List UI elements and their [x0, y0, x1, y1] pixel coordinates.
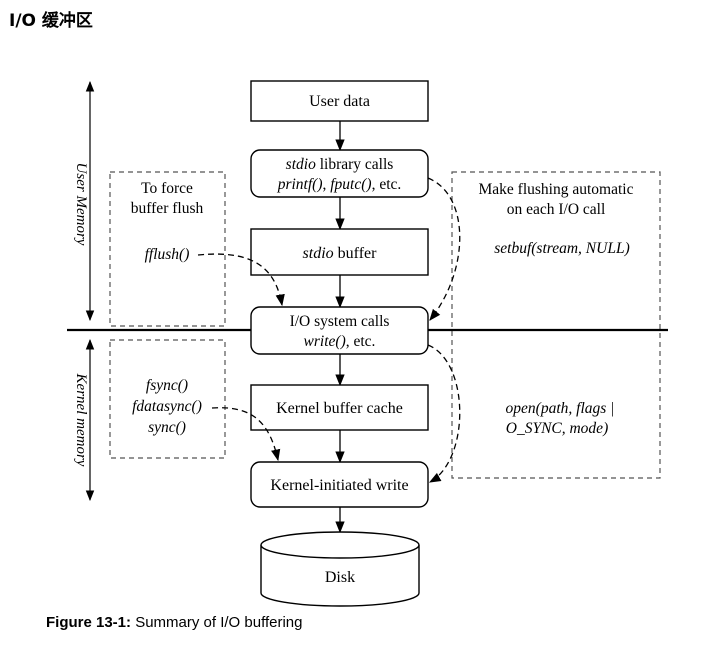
page-title: I/O 缓冲区 — [9, 11, 93, 31]
kernel-cache-box — [250, 384, 429, 431]
disk-cylinder — [260, 531, 420, 607]
fflush-call: fflush() — [145, 246, 190, 263]
setbuf-call: setbuf(stream, NULL) — [494, 240, 630, 257]
kernel-memory-label: Kernel memory — [73, 373, 89, 467]
osync-arrow — [427, 344, 461, 483]
sync-arrow — [211, 407, 281, 462]
figure-caption-text: Summary of I/O buffering — [131, 614, 303, 631]
io-syscalls-line2: write(), etc. — [304, 333, 376, 350]
stdio-calls-box — [250, 149, 429, 198]
force-flush-line1: To force — [141, 180, 193, 197]
figure-number: Figure 13-1: — [46, 614, 132, 631]
stdio-buffer-label: stdio buffer — [303, 245, 378, 262]
setbuf-arrow — [427, 177, 461, 321]
sync-call: sync() — [148, 419, 186, 436]
stdio-calls-line1: stdio library calls — [286, 156, 394, 173]
force-flush-line2: buffer flush — [131, 200, 204, 217]
kernel-write-box — [250, 461, 429, 508]
fsync-call: fsync() — [146, 377, 188, 394]
user-data-box — [250, 80, 429, 122]
fflush-arrow — [197, 253, 285, 307]
stdio-buffer-box — [250, 228, 429, 276]
auto-flush-line2: on each I/O call — [507, 201, 606, 218]
disk-label: Disk — [325, 569, 355, 586]
force-flush-box — [109, 171, 226, 327]
open-sync-call-line2: O_SYNC, mode) — [506, 420, 608, 437]
fdatasync-call: fdatasync() — [132, 398, 202, 415]
auto-flush-box — [451, 171, 661, 479]
user-data-label: User data — [309, 93, 370, 110]
user-memory-label: User Memory — [73, 163, 89, 246]
sync-calls-box — [109, 339, 226, 459]
open-sync-call-line1: open(path, flags | — [506, 400, 615, 417]
figure-caption: Figure 13-1: Summary of I/O buffering — [46, 614, 303, 631]
auto-flush-line1: Make flushing automatic — [479, 181, 634, 198]
kernel-write-label: Kernel-initiated write — [270, 477, 408, 494]
io-syscalls-box — [250, 306, 429, 355]
stdio-calls-line2: printf(), fputc(), etc. — [277, 176, 402, 193]
io-syscalls-line1: I/O system calls — [290, 313, 390, 330]
kernel-cache-label: Kernel buffer cache — [276, 400, 403, 417]
